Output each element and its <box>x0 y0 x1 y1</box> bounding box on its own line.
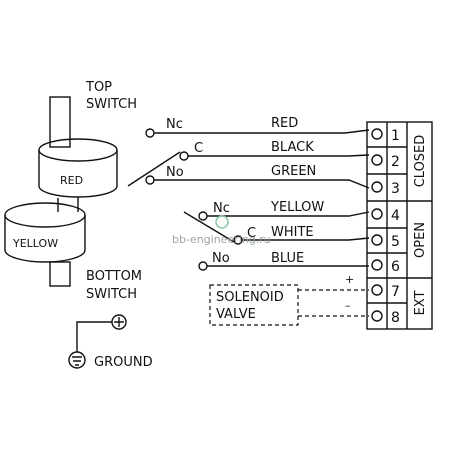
terminal-screw-1 <box>371 128 383 140</box>
top-switch-label: TOP SWITCH <box>85 80 137 112</box>
terminal-screw-8 <box>371 310 383 322</box>
bottom-no-label: No <box>212 251 230 266</box>
group-label-ext: EXT <box>413 291 428 316</box>
top-nc-label: Nc <box>166 117 183 132</box>
ground-label: GROUND <box>94 355 153 370</box>
solenoid-valve: SOLENOID VALVE + – <box>209 273 369 326</box>
terminal-screw-4 <box>371 208 383 220</box>
wire-label-black: BLACK <box>271 140 314 155</box>
wire-label-blue: BLUE <box>271 251 304 266</box>
bottom-switch-label: BOTTOM SWITCH <box>86 269 146 302</box>
terminal-number-5: 5 <box>391 234 400 250</box>
terminal-number-6: 6 <box>391 259 400 275</box>
top-switch: Nc C No <box>127 117 203 187</box>
terminal-number-3: 3 <box>391 181 400 197</box>
wire-label-green: GREEN <box>271 164 316 179</box>
wire-label-white: WHITE <box>271 225 314 240</box>
wire-label-yellow: YELLOW <box>270 200 324 215</box>
ground-icon <box>68 351 86 369</box>
terminal-screw-2 <box>371 154 383 166</box>
terminal-screw-5 <box>371 234 383 246</box>
upper-float-label: RED <box>60 174 83 187</box>
group-label-open: OPEN <box>413 222 428 258</box>
top-switch-blade <box>127 151 181 187</box>
lower-float: YELLOW <box>4 202 86 263</box>
terminal-number-4: 4 <box>391 208 400 224</box>
solenoid-minus: – <box>345 299 351 312</box>
solenoid-plus: + <box>345 273 354 286</box>
terminal-screw-7 <box>371 284 383 296</box>
terminal-block: 1 2 3 4 5 6 7 8 CLOSED OPEN EXT <box>366 121 433 330</box>
terminal-number-8: 8 <box>391 310 400 326</box>
bottom-nc-label: Nc <box>213 201 230 216</box>
solenoid-label: SOLENOID VALVE <box>216 290 288 322</box>
watermark: bb-engineering.ru <box>172 215 271 246</box>
terminal-screw-3 <box>371 181 383 193</box>
watermark-logo-icon <box>215 215 229 229</box>
terminal-number-2: 2 <box>391 154 400 170</box>
bottom-c-label: C <box>247 226 256 241</box>
stem-bottom <box>49 261 71 287</box>
lower-float-label: YELLOW <box>12 237 58 250</box>
stem-top <box>49 96 71 148</box>
float-switch-assembly: RED YELLOW <box>4 96 118 287</box>
ground-symbol: GROUND <box>68 314 153 370</box>
terminal-number-1: 1 <box>391 128 400 144</box>
terminal-number-7: 7 <box>391 284 400 300</box>
group-label-closed: CLOSED <box>413 135 428 188</box>
terminal-screw-6 <box>371 259 383 271</box>
bottom-switch-blade <box>183 211 235 243</box>
wire-label-red: RED <box>271 116 298 131</box>
top-no-label: No <box>166 165 184 180</box>
wires: RED BLACK GREEN YELLOW WHITE BLUE <box>154 116 370 267</box>
watermark-text: bb-engineering.ru <box>172 233 271 246</box>
top-c-label: C <box>194 141 203 156</box>
